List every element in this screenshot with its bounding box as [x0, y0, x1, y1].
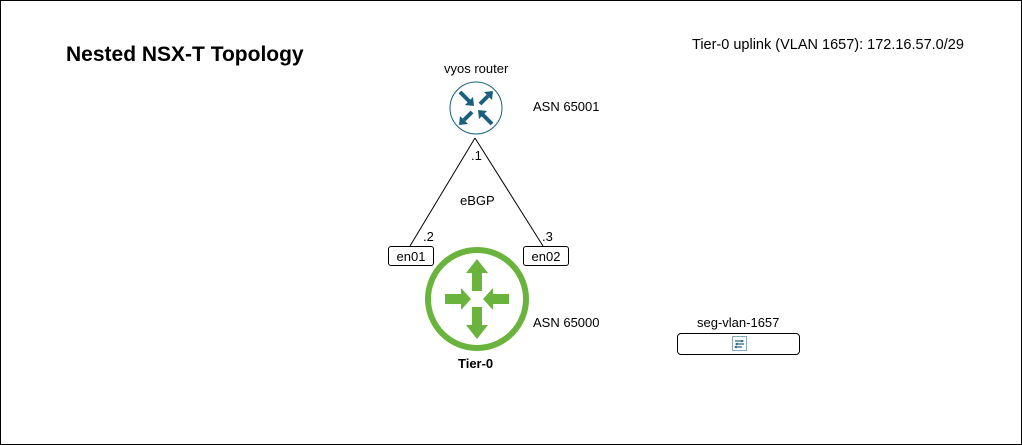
- en02-ip: .3: [542, 229, 553, 244]
- tier0-router-icon[interactable]: [423, 245, 531, 353]
- en01-ip: .2: [423, 229, 434, 244]
- en01-port[interactable]: en01: [388, 246, 434, 266]
- ebgp-label: eBGP: [460, 193, 495, 208]
- tier0-label: Tier-0: [458, 356, 494, 371]
- segment-label: seg-vlan-1657: [697, 315, 780, 330]
- segment-box[interactable]: [677, 333, 800, 355]
- tier0-asn: ASN 65000: [533, 315, 600, 330]
- vyos-router-label: vyos router: [444, 61, 509, 76]
- uplink-note: Tier-0 uplink (VLAN 1657): 172.16.57.0/2…: [692, 37, 964, 53]
- vyos-ip: .1: [471, 148, 482, 163]
- vyos-asn: ASN 65001: [533, 99, 600, 114]
- link-vyos-en01: [409, 137, 476, 247]
- en02-port[interactable]: en02: [523, 246, 569, 266]
- segment-switch-icon: [732, 336, 747, 351]
- link-vyos-en02: [474, 137, 544, 247]
- router-icon[interactable]: [448, 80, 504, 136]
- diagram-title: Nested NSX-T Topology: [66, 43, 304, 66]
